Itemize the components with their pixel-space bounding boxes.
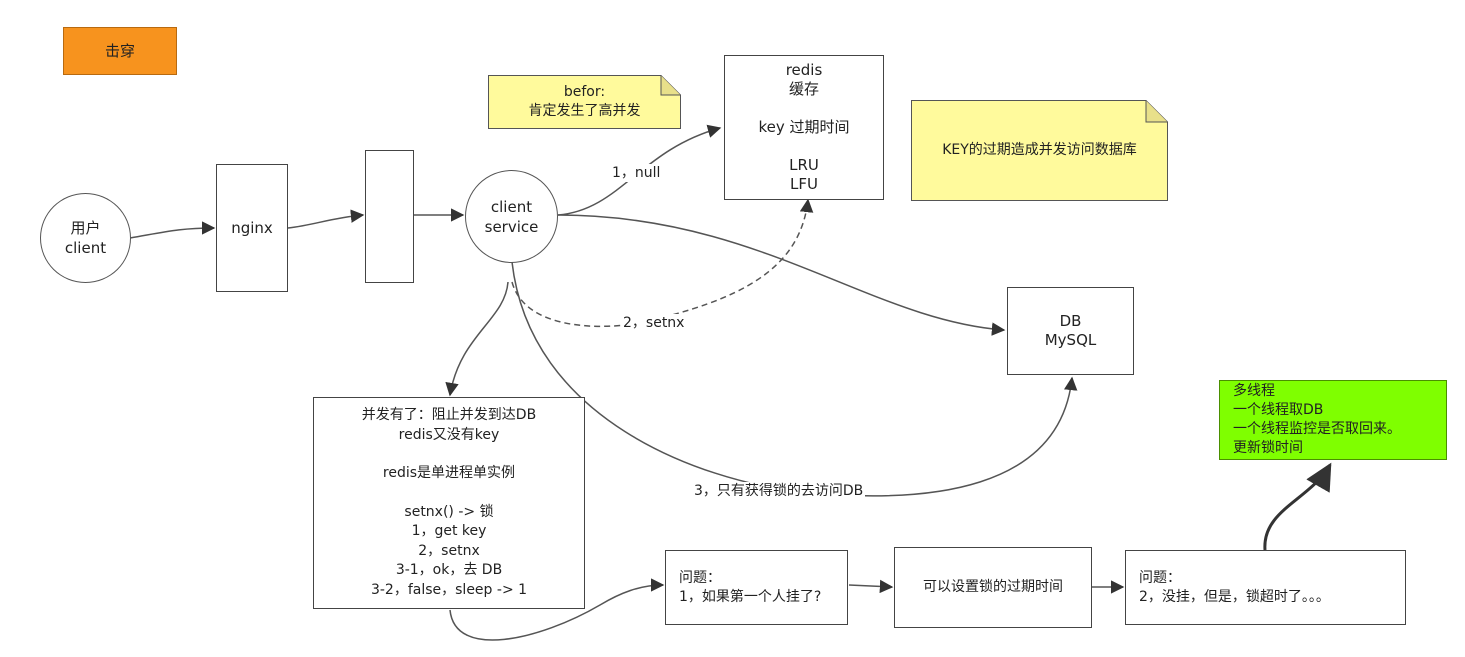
note-key-expire: KEY的过期造成并发访问数据库 (911, 100, 1168, 201)
concurrency-line: 并发有了：阻止并发到达DB (361, 407, 537, 423)
concurrency-line: 3-2，false，sleep -> 1 (370, 581, 528, 598)
note-before-shape (488, 75, 681, 129)
note-key-text: KEY的过期造成并发访问数据库 (942, 142, 1137, 158)
db-line1: DB (1059, 312, 1082, 330)
note-before-line1: befor: (563, 84, 606, 100)
concurrency-line: 3-1，ok，去 DB (395, 562, 503, 578)
db-mysql-node: DB MySQL (1007, 287, 1134, 375)
topic-tag: 击穿 (63, 27, 177, 75)
multithread-line: 一个线程取DB (1233, 402, 1324, 418)
user-client-line1: 用户 (70, 219, 101, 237)
edge-problem2-to-multithread (1263, 462, 1332, 551)
redis-line: 缓存 (788, 80, 819, 98)
edge-label-lock-db: 3，只有获得锁的去访问DB (692, 482, 866, 500)
edge-label-null: 1，null (610, 164, 663, 182)
user-client-line2: client (64, 239, 107, 257)
edge-lock-to-db (511, 261, 1078, 497)
lock-expire-label: 可以设置锁的过期时间 (923, 579, 1063, 595)
problem2-box: 问题： 2，没挂，但是，锁超时了。。。 (1125, 550, 1406, 625)
problem2-line1: 问题： (1139, 569, 1181, 586)
multithread-line: 更新锁时间 (1233, 440, 1303, 456)
edge-service-to-concurrency (445, 281, 509, 397)
note-before: befor: 肯定发生了高并发 (488, 75, 681, 129)
redis-line: LRU (789, 156, 819, 174)
concurrency-line: redis又没有key (398, 426, 500, 443)
concurrency-line: redis是单进程单实例 (382, 465, 516, 481)
client-service-line1: client (490, 197, 533, 216)
problem2-line2: 2，没挂，但是，锁超时了。。。 (1139, 588, 1330, 605)
concurrency-line: setnx() -> 锁 (404, 503, 494, 520)
edge-user-to-nginx (129, 221, 216, 239)
db-line2: MySQL (1044, 331, 1097, 349)
nginx-node: nginx (216, 164, 288, 292)
lock-expire-box: 可以设置锁的过期时间 (894, 547, 1092, 628)
edge-service-to-db (557, 214, 1006, 336)
gateway-node (365, 150, 414, 283)
redis-line: redis (785, 61, 823, 79)
edge-concurrency-to-problem1 (449, 578, 665, 641)
problem1-box: 问题： 1，如果第一个人挂了? (665, 550, 848, 625)
edge-problem1-to-lock-expire (848, 579, 894, 594)
multithread-line: 一个线程监控是否取回来。 (1233, 421, 1401, 437)
problem1-line2: 1，如果第一个人挂了? (679, 588, 822, 605)
edge-nginx-to-gateway (287, 209, 365, 229)
redis-line: LFU (790, 175, 818, 193)
concurrency-line: 1，get key (411, 523, 487, 539)
edge-label-setnx: 2，setnx (621, 314, 687, 332)
multithread-box: 多线程 一个线程取DB 一个线程监控是否取回来。 更新锁时间 (1219, 380, 1447, 460)
user-client-node: 用户 client (40, 193, 131, 283)
client-service-line2: service (484, 217, 539, 236)
nginx-label: nginx (231, 218, 273, 237)
topic-tag-label: 击穿 (104, 41, 135, 60)
note-before-line2: 肯定发生了高并发 (528, 103, 641, 119)
multithread-line: 多线程 (1233, 383, 1275, 399)
redis-cache-node: redis 缓存 key 过期时间 LRU LFU (724, 55, 884, 200)
concurrency-line: 2，setnx (418, 542, 480, 559)
client-service-node: client service (465, 170, 558, 263)
redis-line: key 过期时间 (758, 118, 850, 136)
problem1-line1: 问题： (679, 569, 721, 586)
note-key-shape (911, 100, 1168, 201)
concurrency-lock-box: 并发有了：阻止并发到达DB redis又没有key redis是单进程单实例 s… (313, 397, 585, 609)
